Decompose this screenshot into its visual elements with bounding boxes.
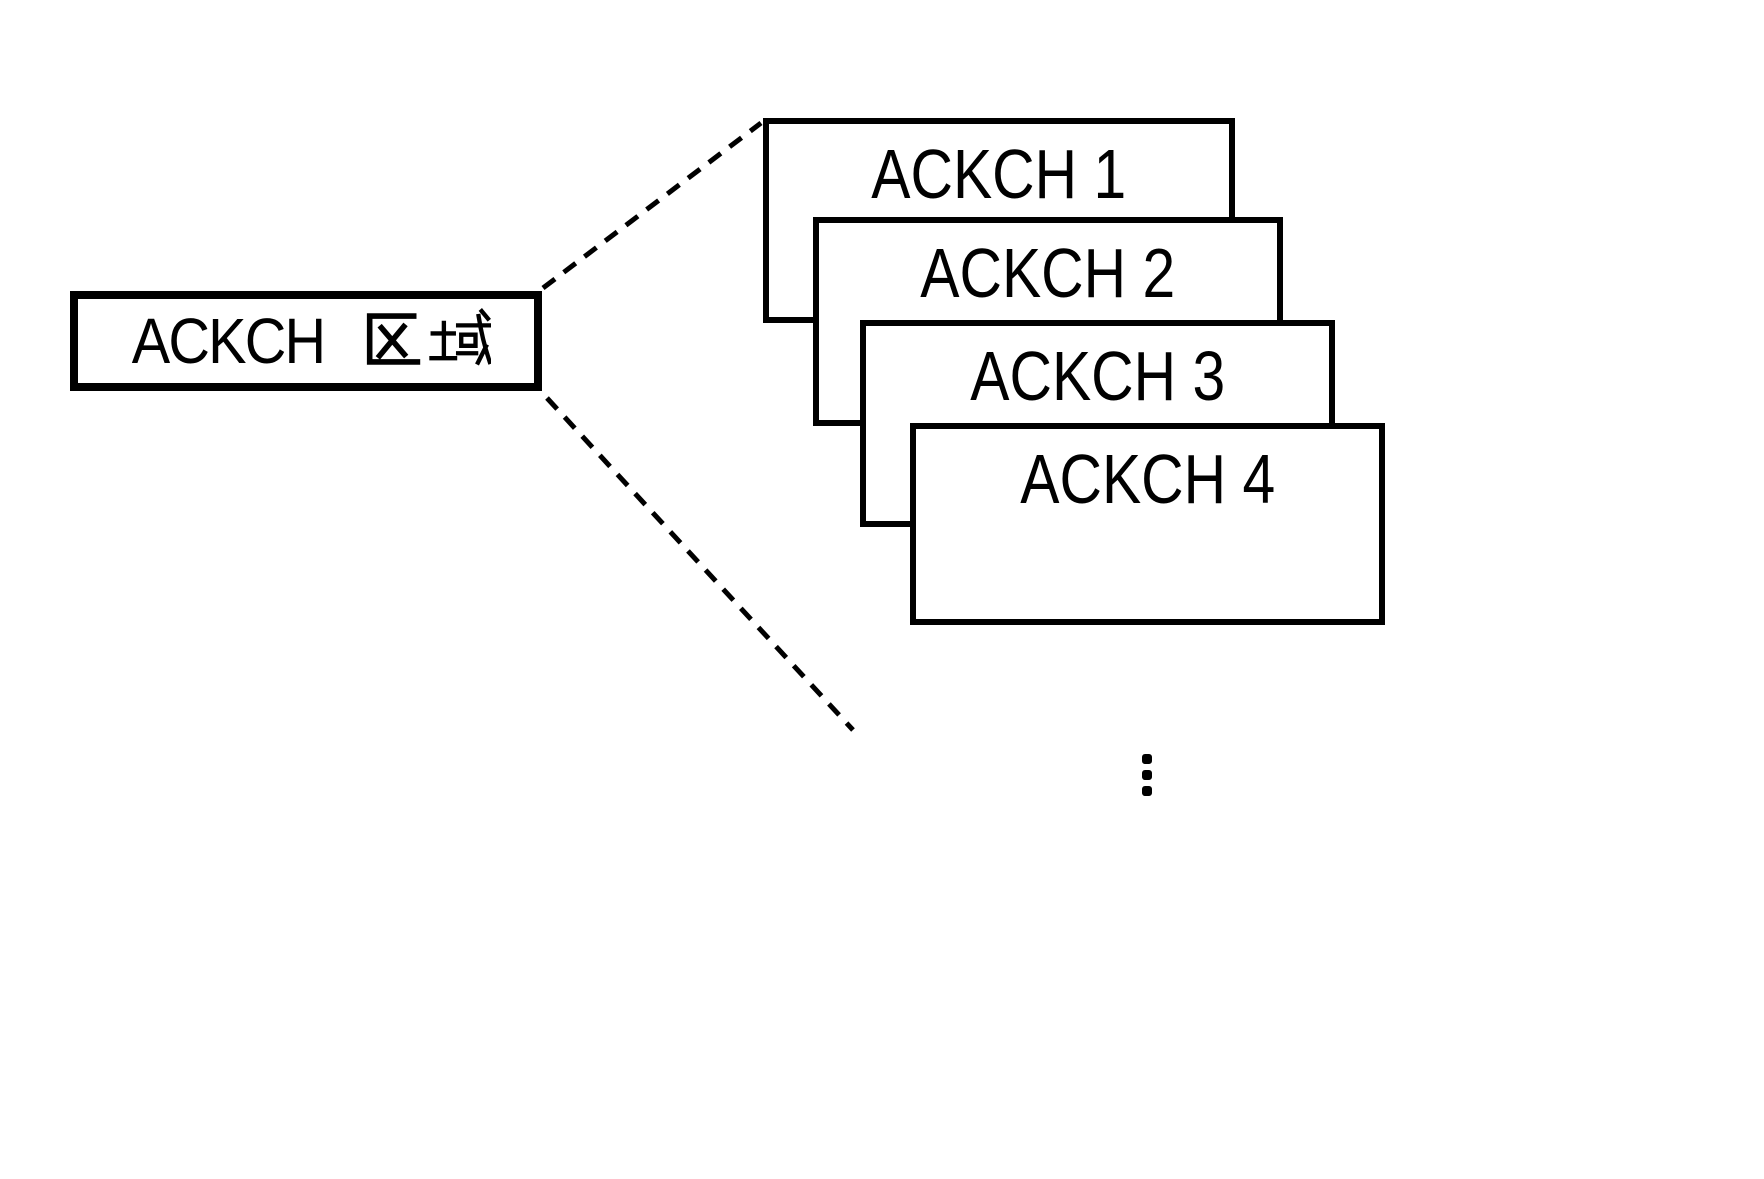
ackch-card-2-band: ACKCH 2: [819, 223, 1277, 323]
vertical-ellipsis-icon: [1142, 754, 1152, 796]
ackch-card-3-band: ACKCH 3: [866, 326, 1329, 426]
source-box-ackch-region: ACKCH: [70, 291, 542, 391]
ellipsis-dot: [1142, 770, 1152, 780]
source-box-label-latin: ACKCH: [131, 305, 326, 377]
source-box-label: ACKCH: [121, 305, 492, 377]
ackch-card-4: ACKCH 4: [910, 423, 1385, 625]
cjk-char-qu-icon: [366, 313, 421, 365]
dashed-connector-upper: [541, 121, 763, 290]
ellipsis-dot: [1142, 754, 1152, 764]
ackch-card-1-label: ACKCH 1: [871, 135, 1127, 213]
ackch-card-3-label: ACKCH 3: [970, 337, 1225, 415]
ackch-card-2-label: ACKCH 2: [920, 234, 1176, 312]
cjk-char-yu-icon: [429, 308, 492, 366]
ellipsis-dot: [1142, 786, 1152, 796]
ackch-card-4-label: ACKCH 4: [1020, 440, 1275, 518]
dashed-connector-lower: [545, 396, 855, 732]
ackch-card-1-band: ACKCH 1: [769, 124, 1229, 224]
ackch-card-4-band: ACKCH 4: [916, 429, 1379, 529]
